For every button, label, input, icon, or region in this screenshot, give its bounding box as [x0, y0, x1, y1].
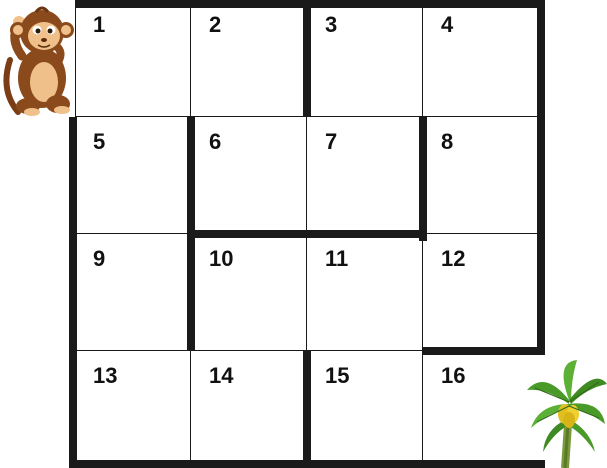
maze-wall-9-10	[187, 230, 195, 351]
maze-cell-9[interactable]: 9	[75, 234, 191, 351]
maze-wall-2-3	[303, 0, 311, 117]
cell-number: 15	[325, 365, 349, 387]
cell-number: 13	[93, 365, 117, 387]
cell-number: 14	[209, 365, 233, 387]
maze-wall-right	[537, 0, 545, 355]
cell-number: 8	[441, 131, 453, 153]
maze-cell-13[interactable]: 13	[75, 351, 191, 468]
maze-cell-10[interactable]: 10	[191, 234, 307, 351]
maze-cell-4[interactable]: 4	[423, 0, 539, 117]
cell-number: 4	[441, 14, 453, 36]
maze-cell-7[interactable]: 7	[307, 117, 423, 234]
cell-number: 5	[93, 131, 105, 153]
maze-cell-15[interactable]: 15	[307, 351, 423, 468]
cell-number: 7	[325, 131, 337, 153]
maze-cell-6[interactable]: 6	[191, 117, 307, 234]
maze-wall-7-8	[419, 117, 427, 241]
cell-number: 10	[209, 248, 233, 270]
maze-cell-14[interactable]: 14	[191, 351, 307, 468]
cell-number: 11	[325, 248, 348, 270]
maze-cell-3[interactable]: 3	[307, 0, 423, 117]
cell-number: 16	[441, 365, 465, 387]
maze-cell-8[interactable]: 8	[423, 117, 539, 234]
maze-wall-12-16	[423, 347, 545, 355]
cell-number: 1	[93, 14, 105, 36]
cell-number: 12	[441, 248, 465, 270]
maze-cell-11[interactable]: 11	[307, 234, 423, 351]
monkey-icon	[0, 0, 82, 120]
cell-number: 2	[209, 14, 221, 36]
maze-wall-6-7-bottom	[187, 230, 427, 238]
cell-number: 3	[325, 14, 337, 36]
cell-number: 9	[93, 248, 105, 270]
cell-number: 6	[209, 131, 221, 153]
maze-cell-12[interactable]: 12	[423, 234, 539, 351]
maze-cell-16[interactable]: 16	[423, 351, 539, 468]
maze-wall-14-15	[303, 351, 311, 468]
maze-wall-5-6	[187, 117, 195, 234]
maze-cell-1[interactable]: 1	[75, 0, 191, 117]
maze-wall-left	[69, 117, 77, 468]
maze-cell-2[interactable]: 2	[191, 0, 307, 117]
maze-cell-5[interactable]: 5	[75, 117, 191, 234]
banana-tree-icon	[525, 360, 607, 468]
